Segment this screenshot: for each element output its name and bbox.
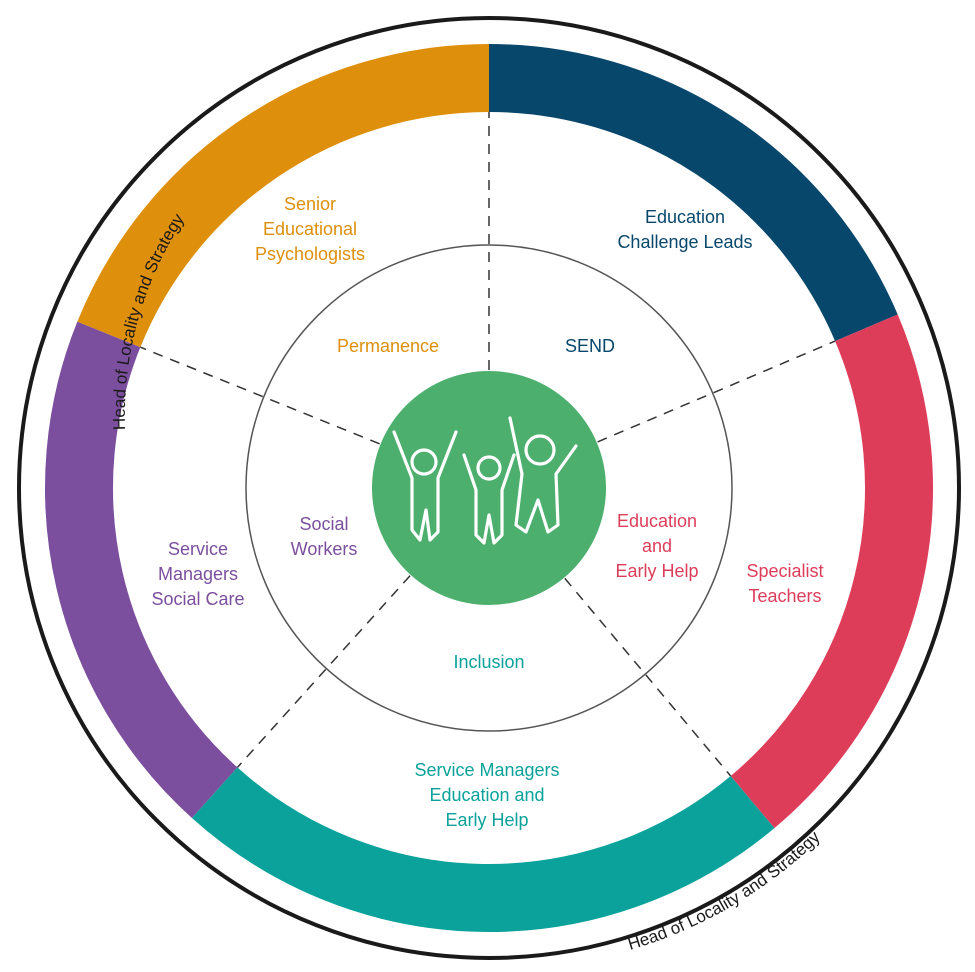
center-badge — [372, 371, 606, 605]
inner-circle — [245, 244, 733, 732]
inner-label-specialist-teachers-line: and — [642, 536, 672, 556]
inner-label-senior-educational-psychologists: Permanence — [337, 336, 439, 356]
ring-segment-service-managers-social-care — [45, 321, 238, 818]
inner-label-specialist-teachers-line: Education — [617, 511, 697, 531]
inner-label-service-managers-education-line: Inclusion — [453, 652, 524, 672]
outer-label-service-managers-social-care-line: Managers — [158, 564, 238, 584]
ring-segment-specialist-teachers — [730, 314, 933, 829]
outer-label-service-managers-social-care-line: Service — [168, 539, 228, 559]
outer-label-service-managers-education-line: Service Managers — [414, 760, 559, 780]
inner-label-service-managers-social-care-line: Social — [299, 514, 348, 534]
outer-label-specialist-teachers-line: Specialist — [746, 561, 823, 581]
inner-label-education-challenge-leads: SEND — [565, 336, 615, 356]
divider-line — [140, 346, 380, 445]
outer-label-senior-educational-psychologists-line: Psychologists — [255, 244, 365, 264]
inner-label-education-challenge-leads-line: SEND — [565, 336, 615, 356]
outer-label-education-challenge-leads-line: Challenge Leads — [617, 232, 752, 252]
divider-line — [597, 340, 836, 443]
outer-boundary-circle — [17, 16, 961, 960]
divider-line — [564, 577, 732, 777]
inner-label-specialist-teachers-line: Early Help — [615, 561, 698, 581]
inner-label-senior-educational-psychologists-line: Permanence — [337, 336, 439, 356]
outer-label-specialist-teachers-line: Teachers — [748, 586, 821, 606]
divider-line — [236, 575, 411, 768]
outer-label-service-managers-education-line: Early Help — [445, 810, 528, 830]
ring-segment-service-managers-education — [191, 767, 775, 932]
people-celebrating-icon — [392, 416, 578, 545]
ring-segment-senior-educational-psychologists — [77, 44, 490, 348]
inner-label-service-managers-education: Inclusion — [453, 652, 524, 672]
outer-label-service-managers-social-care-line: Social Care — [151, 589, 244, 609]
outer-label-education-challenge-leads-line: Education — [645, 207, 725, 227]
ring-segment-education-challenge-leads — [488, 44, 898, 342]
outer-label-senior-educational-psychologists-line: Senior — [284, 194, 336, 214]
outer-label-senior-educational-psychologists-line: Educational — [263, 219, 357, 239]
inner-label-service-managers-social-care-line: Workers — [291, 539, 358, 559]
outer-label-service-managers-education-line: Education and — [429, 785, 544, 805]
